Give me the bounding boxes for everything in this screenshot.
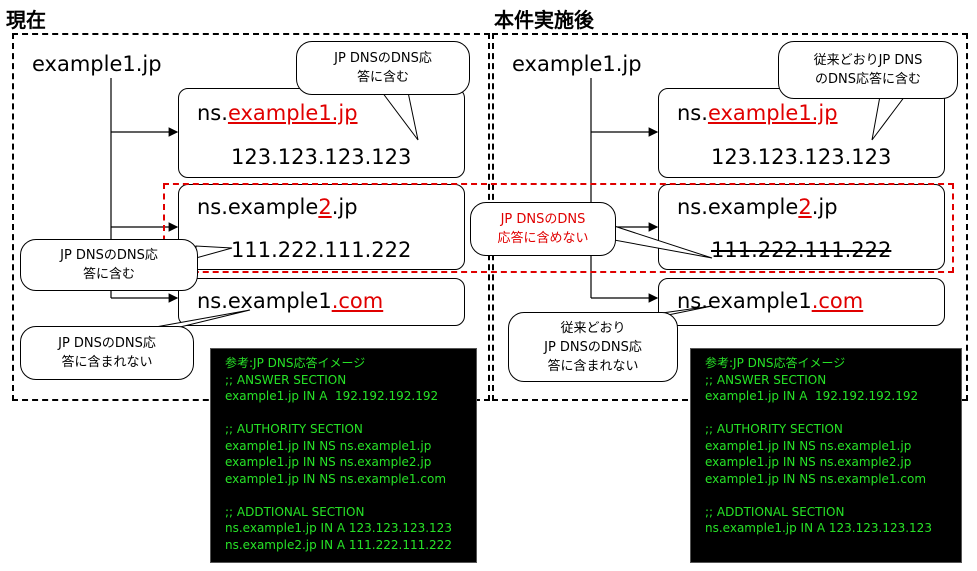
callout-line: 答に含む — [82, 267, 135, 282]
callout-line: 答に含まれない — [61, 355, 153, 370]
terminal-line — [225, 405, 468, 422]
terminal-line: ns.example1.jp IN A 123.123.123.123 — [705, 521, 932, 535]
right-ns2-hostname: ns.example2.jp — [677, 195, 838, 219]
terminal-line: ns.example1.jp IN A 123.123.123.123 — [225, 521, 452, 535]
terminal-line: 参考:JP DNS応答イメージ — [225, 356, 366, 370]
terminal-line — [705, 487, 953, 504]
callout-line: JP DNSのDNS応 — [544, 339, 642, 355]
right-callout-ns3: 従来どおり JP DNSのDNS応答に含まれない — [508, 312, 678, 382]
left-ns2-hostname: ns.example2.jp — [197, 195, 358, 219]
left-ns2-ip: 111.222.111.222 — [231, 238, 412, 262]
heading-after: 本件実施後 — [494, 8, 594, 32]
left-server-ns1: ns.example1.jp 123.123.123.123 — [178, 88, 465, 178]
terminal-line: ;; ADDTIONAL SECTION — [225, 504, 365, 519]
right-zone-label: example1.jp — [512, 52, 642, 76]
left-callout-ns1: JP DNSのDNS応答に含む — [296, 41, 470, 95]
left-server-ns3: ns.example1.com — [178, 278, 465, 326]
terminal-line — [705, 405, 953, 422]
callout-line: JP DNSのDNS応 — [334, 51, 432, 66]
left-ns1-ip: 123.123.123.123 — [231, 145, 412, 169]
terminal-line: ;; ANSWER SECTION — [705, 372, 827, 387]
right-server-ns2: ns.example2.jp 111.222.111.222 — [658, 184, 945, 270]
terminal-line: ;; AUTHORITY SECTION — [225, 422, 363, 436]
terminal-line: example1.jp IN NS ns.example1.jp — [705, 438, 912, 453]
left-ns1-hostname: ns.example1.jp — [197, 101, 358, 125]
terminal-line — [225, 487, 468, 504]
right-callout-ns1: 従来どおりJP DNS のDNS応答に含む — [778, 41, 958, 99]
left-callout-ns3: JP DNSのDNS応答に含まれない — [20, 326, 194, 380]
left-terminal-response: 参考:JP DNS応答イメージ ;; ANSWER SECTION exampl… — [210, 348, 477, 563]
right-terminal-response: 参考:JP DNS応答イメージ ;; ANSWER SECTION exampl… — [690, 348, 962, 563]
terminal-line: 参考:JP DNS応答イメージ — [705, 356, 846, 370]
callout-line: 答に含まれない — [547, 358, 639, 374]
callout-line: JP DNSのDNS応 — [60, 248, 158, 263]
callout-line: 応答に含めない — [497, 231, 589, 246]
terminal-line: example1.jp IN A 192.192.192.192 — [225, 389, 439, 403]
terminal-line: example1.jp IN NS ns.example2.jp — [705, 455, 912, 469]
terminal-line: example1.jp IN NS ns.example2.jp — [225, 455, 432, 469]
terminal-line: example1.jp IN NS ns.example1.com — [225, 471, 447, 486]
terminal-line: ns.example2.jp IN A 111.222.111.222 — [225, 537, 452, 552]
terminal-line: ;; AUTHORITY SECTION — [705, 422, 843, 436]
terminal-line: example1.jp IN NS ns.example1.jp — [225, 438, 432, 453]
left-callout-ns2: JP DNSのDNS応答に含む — [20, 239, 198, 291]
left-zone-label: example1.jp — [32, 52, 162, 76]
right-ns2-ip-struck: 111.222.111.222 — [711, 238, 892, 262]
highlight-ns2-row — [163, 183, 954, 273]
callout-line: JP DNSのDNS — [500, 212, 586, 227]
left-ns3-hostname: ns.example1.com — [197, 289, 384, 313]
terminal-line: ;; ADDTIONAL SECTION — [705, 504, 845, 519]
right-ns1-ip: 123.123.123.123 — [711, 145, 892, 169]
terminal-line: example1.jp IN A 192.192.192.192 — [705, 389, 919, 403]
heading-current: 現在 — [6, 8, 46, 32]
callout-line: のDNS応答に含む — [814, 72, 921, 87]
right-callout-ns2: JP DNSのDNS 応答に含めない — [470, 202, 616, 256]
callout-line: 従来どおりJP DNS — [813, 53, 923, 68]
left-server-ns2: ns.example2.jp 111.222.111.222 — [178, 184, 465, 270]
callout-line: 答に含む — [356, 70, 409, 85]
callout-line: JP DNSのDNS応 — [58, 336, 156, 351]
callout-line: 従来どおり — [560, 320, 626, 336]
terminal-line: ;; ANSWER SECTION — [225, 372, 347, 387]
terminal-line: example1.jp IN NS ns.example1.com — [705, 471, 927, 486]
right-ns1-hostname: ns.example1.jp — [677, 101, 838, 125]
